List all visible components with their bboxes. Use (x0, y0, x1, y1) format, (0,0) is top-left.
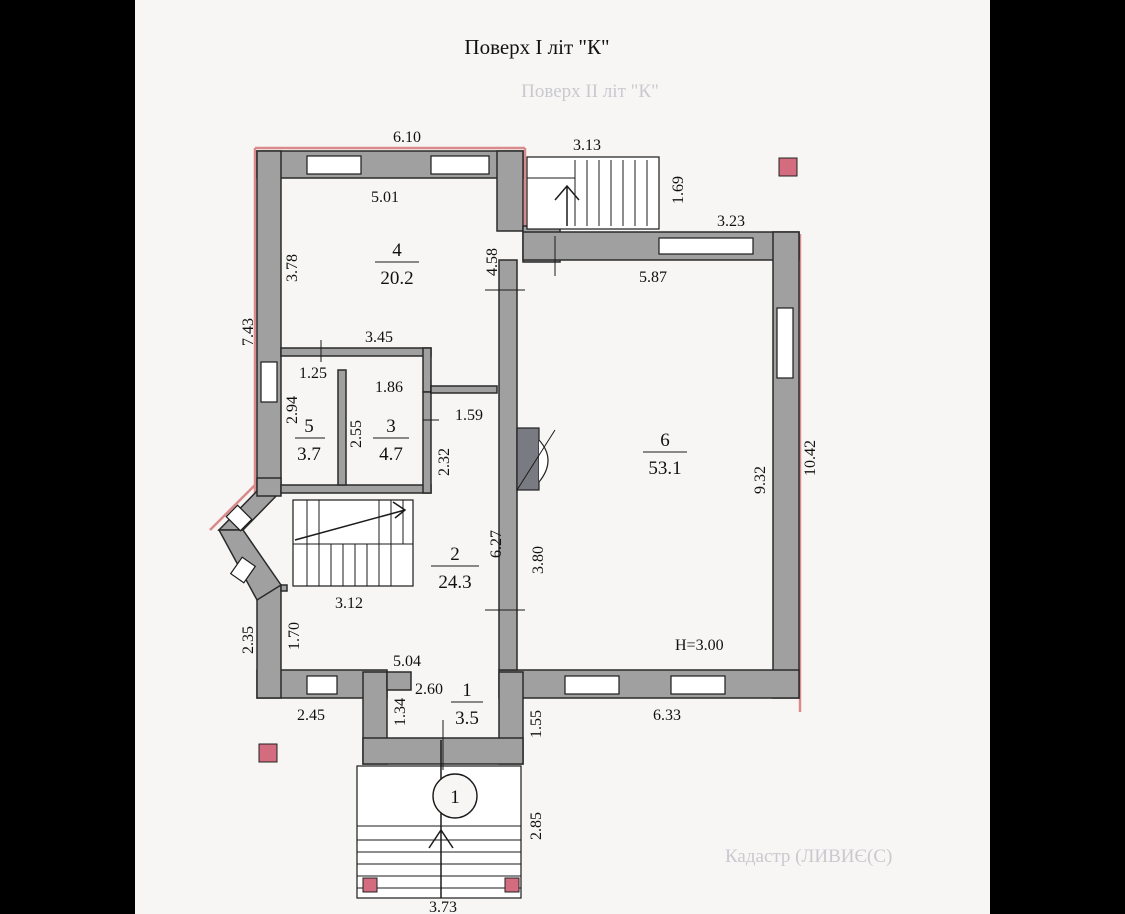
wall-room5-3-divider (337, 369, 347, 486)
dim-right-top: 3.23 (717, 213, 745, 230)
plan-sheet: Поверх ІІ літ "К" Кадастр (ЛИВИЄ(С) Пове… (135, 0, 990, 914)
dim-stair-top: 3.13 (573, 137, 601, 154)
dim-top-outer: 6.10 (393, 129, 421, 146)
dim-room2-bottom: 3.12 (335, 595, 363, 612)
window-bottom-2 (670, 675, 726, 695)
room-4-label: 4 20.2 (375, 240, 419, 289)
dim-room3-left: 2.55 (348, 420, 365, 448)
wall-bottom-right (498, 669, 800, 699)
dim-room6-left: 3.80 (530, 546, 547, 574)
room-number: 3 (386, 416, 396, 437)
dim-room4-top: 5.01 (371, 189, 399, 206)
dim-porch-right: 2.85 (528, 812, 545, 840)
fireplace (516, 427, 540, 491)
dim-room6-right: 9.32 (752, 466, 769, 494)
dim-room4-left: 3.78 (284, 254, 301, 282)
room-6-label: 6 53.1 (643, 430, 687, 479)
window-top-2 (430, 155, 490, 175)
corner-marker-top-right (778, 157, 798, 177)
dim-left-lower-outer: 2.35 (240, 626, 257, 654)
window-bay-2 (229, 556, 257, 584)
window-top-3 (658, 237, 754, 255)
window-left (260, 361, 278, 403)
dim-room6-top: 5.87 (639, 269, 667, 286)
room-number: 5 (304, 416, 314, 437)
dim-room2-bottom-wall: 5.04 (393, 653, 421, 670)
wall-room5-bottom (280, 484, 432, 494)
wall-left-upper (256, 150, 282, 492)
floor-plan-drawing: Поверх ІІ літ "К" Кадастр (ЛИВИЄ(С) Пове… (209, 35, 892, 914)
window-bottom-3 (306, 675, 338, 695)
wall-room4-bottom (280, 347, 432, 357)
ghost-bottom-text: Кадастр (ЛИВИЄ(С) (725, 846, 892, 867)
dimension-ticks (320, 236, 556, 770)
wall-vestibule-top-left (386, 671, 412, 691)
dim-room2-right: 6.27 (488, 530, 505, 558)
room-area: 3.7 (297, 444, 321, 465)
fireplace-hearth (538, 439, 549, 483)
room-number: 6 (660, 430, 670, 451)
dim-room4-bottom: 3.45 (365, 329, 393, 346)
room-area: 20.2 (380, 268, 413, 289)
interior-stair (292, 499, 414, 587)
dim-stair-side: 1.69 (670, 176, 687, 204)
wall-room3-step (422, 347, 432, 393)
wall-left-lower (256, 584, 282, 699)
wall-room3-top-right (430, 385, 498, 394)
dim-room1-left: 1.34 (392, 698, 409, 726)
corner-marker-porch-left (362, 877, 378, 893)
wall-room6-left (498, 259, 518, 671)
top-stair-treads (527, 160, 648, 226)
dim-room3-right: 2.32 (436, 448, 453, 476)
dim-left-outer: 7.43 (240, 318, 257, 346)
window-top-1 (306, 155, 362, 175)
dim-porch-bottom: 3.73 (429, 899, 457, 914)
entrance-number: 1 (450, 787, 460, 808)
room-5-label: 5 3.7 (295, 416, 325, 465)
window-bottom-1 (564, 675, 620, 695)
room-area: 24.3 (438, 572, 471, 593)
plan-title: Поверх І літ "К" (464, 35, 609, 59)
wall-room3-right (422, 391, 432, 494)
room-area: 53.1 (648, 458, 681, 479)
room-3-label: 3 4.7 (373, 416, 409, 465)
room-number: 2 (450, 544, 460, 565)
room-1-label: 1 3.5 (451, 680, 483, 729)
porch-arrow (428, 740, 454, 898)
room-area: 4.7 (379, 444, 403, 465)
corner-marker-porch-right (504, 877, 520, 893)
dim-bottom-left: 2.45 (297, 707, 325, 724)
interior-stair-arrow (294, 501, 407, 541)
room-number: 4 (392, 240, 402, 261)
room-number: 1 (462, 680, 472, 701)
dim-room4-right: 4.58 (484, 248, 501, 276)
interior-stair-treads (293, 500, 413, 586)
dim-room5-top: 1.25 (299, 365, 327, 382)
top-stair-arrow (554, 184, 580, 226)
height-note: H=3.00 (675, 637, 724, 654)
room-area: 3.5 (455, 708, 479, 729)
dim-room3-top: 1.86 (375, 379, 403, 396)
porch-treads (356, 766, 522, 898)
corner-marker-bottom-left (258, 743, 278, 763)
dim-room1-right: 1.55 (528, 710, 545, 738)
dim-room5-left: 2.94 (284, 396, 301, 424)
window-bay-1 (225, 504, 253, 532)
ghost-title: Поверх ІІ літ "К" (521, 81, 659, 102)
entrance-circle (432, 773, 478, 819)
dim-left-lower-inner: 1.70 (286, 622, 303, 650)
dim-room1-top: 2.60 (415, 681, 443, 698)
dim-right-outer: 10.42 (802, 440, 819, 476)
wall-bay-joint (256, 477, 282, 497)
dim-room3-right-top: 1.59 (455, 407, 483, 424)
dim-bottom-right: 6.33 (653, 707, 681, 724)
room-2-label: 2 24.3 (431, 544, 479, 593)
fireplace-diagonal (516, 429, 556, 491)
window-right (776, 307, 794, 379)
wall-corner (280, 584, 288, 592)
top-stair (526, 156, 660, 230)
wall-right (772, 231, 800, 699)
wall-room4-right-top (496, 150, 524, 232)
